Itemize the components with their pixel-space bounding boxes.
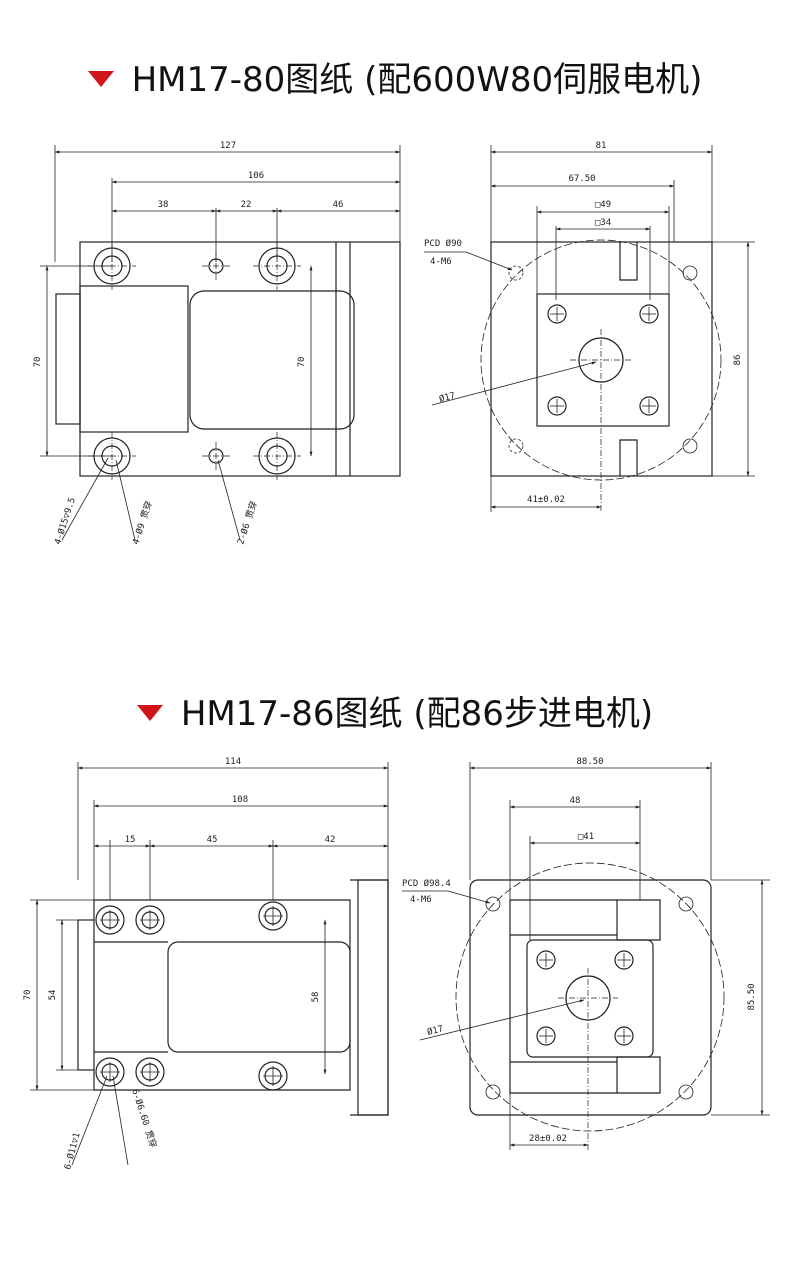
note-through-9: 4-Ø9 贯穿 (129, 499, 154, 546)
note-pcd90: PCD Ø90 (424, 238, 462, 249)
note-through-6: 2-Ø6 贯穿 (234, 499, 259, 546)
drawing2-side-view: 114 108 15 45 42 70 54 58 (23, 757, 389, 1171)
mount-hole (536, 1026, 556, 1046)
dim-67-50: 67.50 (568, 174, 595, 184)
dim-48: 48 (570, 796, 581, 806)
drawing1-title-text: HM17-80图纸 (配600W80伺服电机) (131, 60, 703, 100)
dim-28: 28±0.02 (529, 1134, 567, 1144)
thread-hole (485, 896, 694, 1100)
mount-hole (547, 304, 567, 324)
drawing2-title-text: HM17-86图纸 (配86步进电机) (180, 694, 654, 734)
thread-hole (508, 265, 698, 454)
counterbore-hole (258, 901, 288, 931)
small-hole (202, 442, 230, 470)
dim-38: 38 (158, 200, 169, 210)
dim-81: 81 (596, 141, 607, 151)
note-bore17: Ø17 (438, 390, 457, 405)
note-through-660: 6-Ø6.60 贯穿 (129, 1087, 159, 1149)
mount-hole (614, 950, 634, 970)
drawing2-title: HM17-86图纸 (配86步进电机) (0, 686, 790, 735)
dim-sq34: □34 (595, 218, 611, 228)
mount-hole (536, 950, 556, 970)
counterbore-hole (135, 1057, 165, 1087)
mount-hole (639, 304, 659, 324)
small-hole (202, 252, 230, 280)
counterbore-hole (95, 905, 125, 935)
counterbore-hole (258, 1061, 288, 1091)
mount-hole (639, 396, 659, 416)
drawing2-front-view: 88.50 48 □41 85.50 28±0.02 PCD Ø98.4 4-M… (402, 757, 770, 1150)
note-counterbore: 4-Ø15▽9.5 (52, 496, 78, 546)
dim-127: 127 (220, 141, 236, 151)
note-counterbore-2: 6-Ø11▽1 (62, 1131, 82, 1170)
dim-70: 70 (23, 990, 33, 1001)
drawing1-side-view: 127 106 38 22 46 70 70 4-Ø15▽9.5 4-Ø9 贯穿… (33, 141, 401, 546)
triangle-marker-icon (87, 70, 114, 87)
counterbore-hole (88, 242, 136, 290)
note-pcd984: PCD Ø98.4 (402, 878, 451, 889)
note-m6: 4-M6 (430, 257, 452, 267)
dim-114: 114 (225, 757, 241, 767)
note-m6-2: 4-M6 (410, 895, 432, 905)
counterbore-hole (253, 242, 301, 290)
mount-hole (547, 396, 567, 416)
dim-108: 108 (232, 795, 248, 805)
dim-58: 58 (311, 992, 321, 1003)
dim-46: 46 (333, 200, 344, 210)
dim-41: 41±0.02 (527, 495, 565, 505)
dim-106: 106 (248, 171, 264, 181)
dim-sq41: □41 (578, 832, 594, 842)
triangle-marker-icon (136, 704, 163, 721)
mount-hole (614, 1026, 634, 1046)
dim-88-50: 88.50 (576, 757, 603, 767)
dim-45: 45 (207, 835, 218, 845)
dim-70-right: 70 (297, 357, 307, 368)
dim-85-50: 85.50 (747, 983, 757, 1010)
dim-42: 42 (325, 835, 336, 845)
counterbore-hole (95, 1057, 125, 1087)
drawing1-title: HM17-80图纸 (配600W80伺服电机) (0, 52, 790, 101)
dim-86: 86 (733, 355, 743, 366)
counterbore-hole (88, 432, 136, 480)
dim-22: 22 (241, 200, 252, 210)
counterbore-hole (253, 432, 301, 480)
dim-70-left: 70 (33, 357, 43, 368)
counterbore-hole (135, 905, 165, 935)
dim-15: 15 (125, 835, 136, 845)
dim-sq49: □49 (595, 200, 611, 210)
drawing1-front-view: 81 67.50 □49 □34 86 41±0.02 PCD Ø90 4-M6 (424, 141, 755, 512)
dim-54: 54 (48, 990, 58, 1001)
note-bore17-2: Ø17 (426, 1023, 444, 1038)
